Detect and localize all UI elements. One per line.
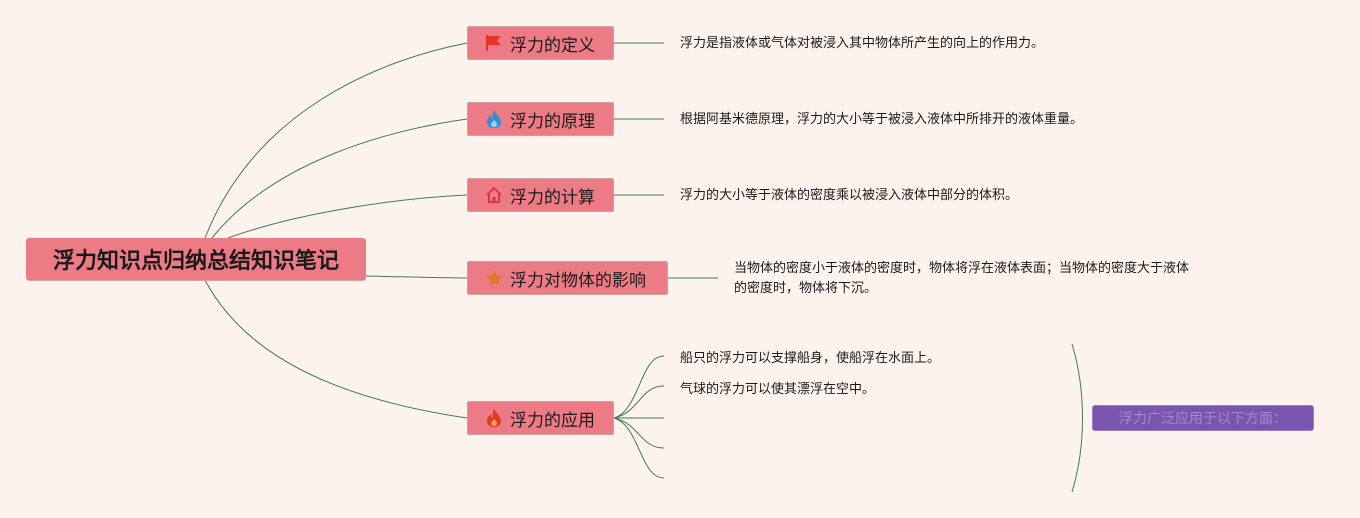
branch-root-calculation [227,194,468,239]
topic-label: 浮力的定义 [510,35,595,56]
topic-label: 浮力对物体的影响 [510,270,646,291]
root-title: 浮力知识点归纳总结知识笔记 [52,249,339,274]
fire-icon [484,408,504,428]
detail-definition: 浮力是指液体或气体对被浸入其中物体所产生的向上的作用力。 [680,36,1045,51]
red-flag-icon [484,33,504,53]
detail-calculation: 浮力的大小等于液体的密度乘以被浸入液体中部分的体积。 [680,188,1019,203]
application-item-ship: 船只的浮力可以支撑船身，使船浮在水面上。 [680,351,941,366]
topic-label: 浮力的计算 [510,187,595,208]
detail-effect: 当物体的密度小于液体的密度时，物体将浮在液体表面；当物体的密度大于液体 的密度时… [734,261,1190,296]
home-icon [484,185,504,205]
branch-root-principle [211,118,468,239]
branch-root-effect [365,275,468,279]
blue-flame-icon [484,109,504,129]
summary-label: 浮力广泛应用于以下方面： [1119,411,1287,427]
star-icon [484,268,504,288]
branch-root-application [204,279,468,419]
topic-application[interactable]: 浮力的应用 [467,401,614,435]
branch-app-4 [613,417,665,449]
topic-effect[interactable]: 浮力对物体的影响 [467,261,668,295]
topic-definition[interactable]: 浮力的定义 [467,26,614,60]
branch-app-5 [613,417,665,479]
branch-root-definition [204,42,468,239]
summary-brace [1071,343,1083,493]
topic-label: 浮力的应用 [510,410,595,431]
topic-principle[interactable]: 浮力的原理 [467,102,614,136]
detail-principle: 根据阿基米德原理，浮力的大小等于被浸入液体中所排开的液体重量。 [680,112,1084,127]
branch-app-2 [613,385,665,419]
branch-app-1 [613,355,665,419]
application-item-balloon: 气球的浮力可以使其漂浮在空中。 [680,382,876,397]
root-topic[interactable]: 浮力知识点归纳总结知识笔记 [26,238,366,280]
topic-label: 浮力的原理 [510,111,595,132]
summary-node[interactable]: 浮力广泛应用于以下方面： [1092,405,1314,431]
topic-calculation[interactable]: 浮力的计算 [467,178,614,212]
